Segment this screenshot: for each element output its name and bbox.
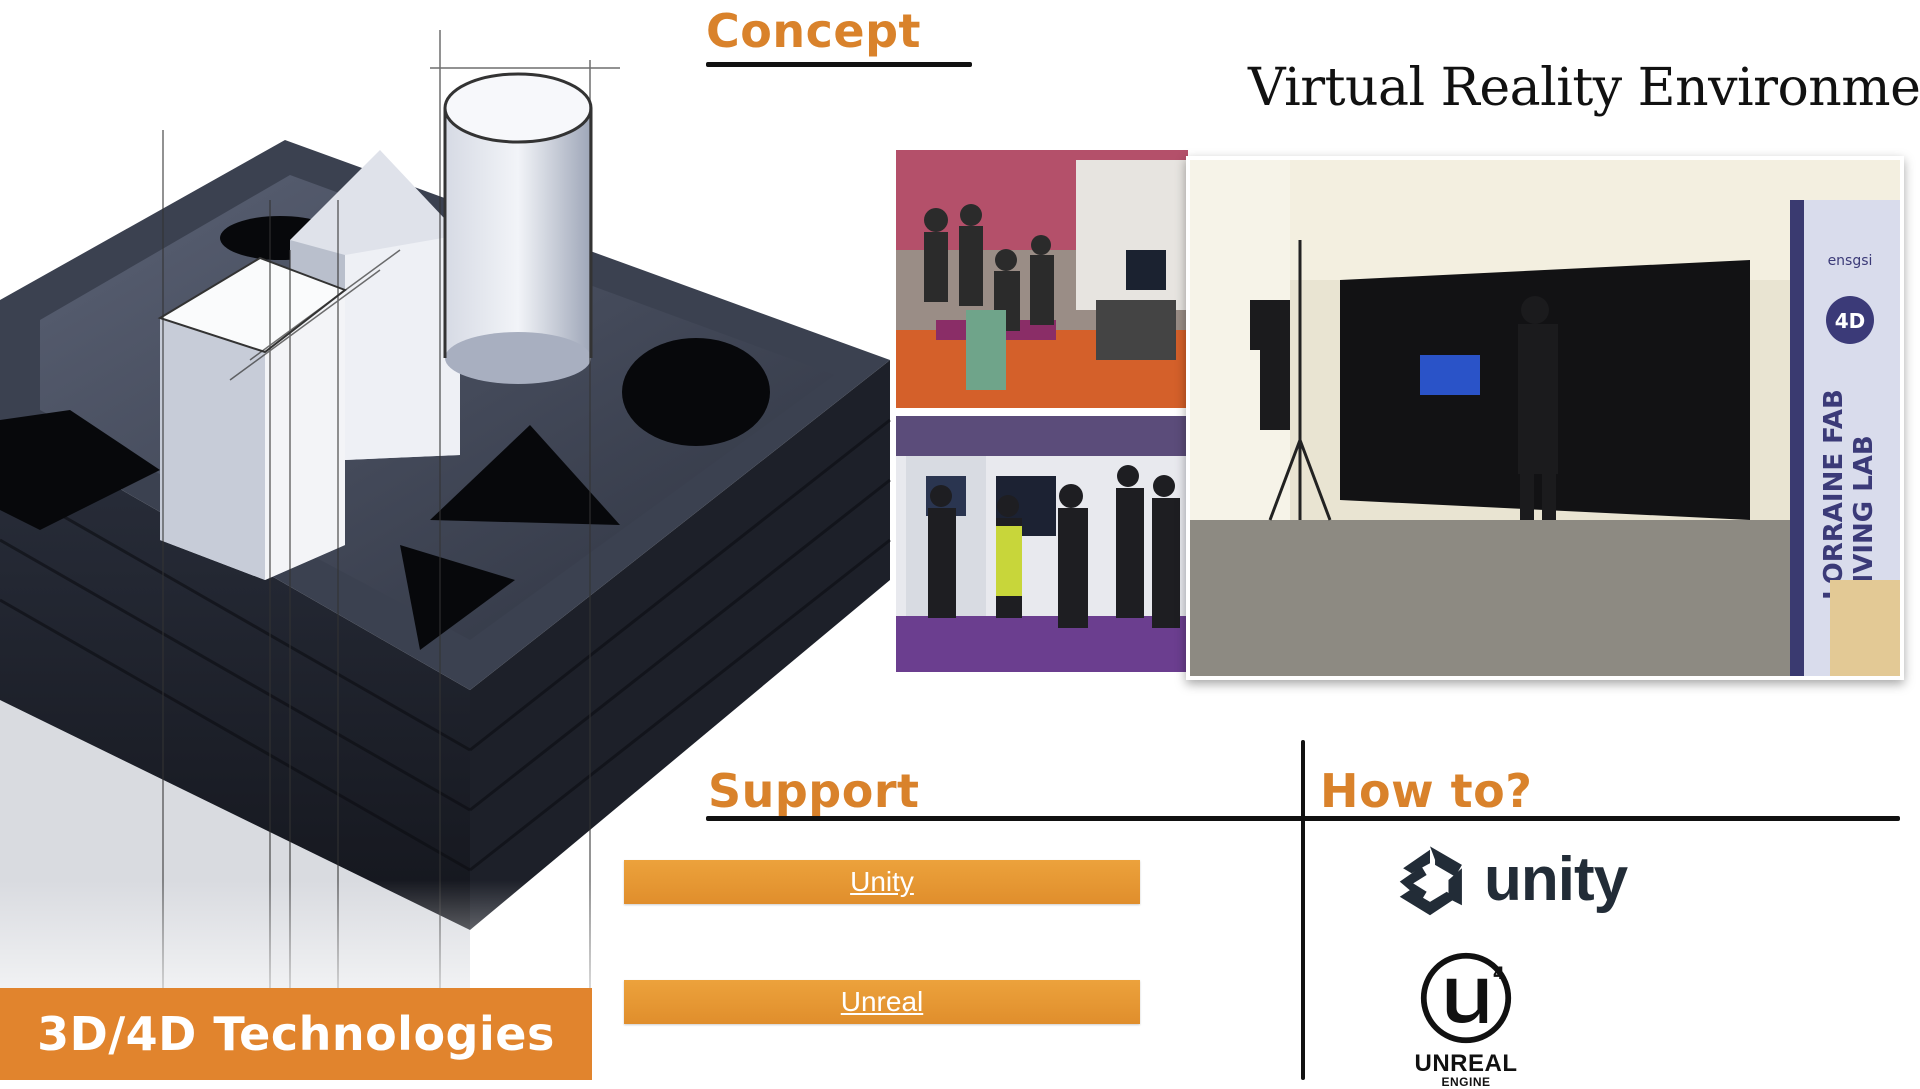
cylinder-block xyxy=(443,72,593,384)
unreal-logo-text: UNREAL xyxy=(1414,1050,1518,1077)
triangle-hole-bottom xyxy=(400,545,515,650)
banner: ensgsi 4D LORRAINE FAB LIVING LAB xyxy=(1819,253,1879,600)
svg-text:LIVING LAB: LIVING LAB xyxy=(1849,435,1879,600)
photo-living-lab-vr-setup: ensgsi 4D LORRAINE FAB LIVING LAB xyxy=(1186,156,1904,680)
unity-cube-icon xyxy=(1399,846,1462,916)
cuboid-block xyxy=(157,256,348,580)
concept-underline xyxy=(706,62,972,67)
shape-sorter-illustration xyxy=(0,30,900,1000)
photo-exhibition-crowd xyxy=(896,150,1188,408)
svg-text:4: 4 xyxy=(1493,964,1505,984)
unreal-u-icon: 4 xyxy=(1420,952,1512,1044)
triangle-hole-left xyxy=(0,410,160,530)
circle-hole xyxy=(622,338,770,446)
svg-text:ensgsi: ensgsi xyxy=(1828,253,1873,269)
unity-logo-text: unity xyxy=(1484,845,1628,914)
svg-text:4D: 4D xyxy=(1835,309,1866,333)
triangle-hole-right xyxy=(430,425,620,525)
svg-text:LORRAINE FAB: LORRAINE FAB xyxy=(1819,389,1849,600)
support-heading: Support xyxy=(708,764,920,818)
section-divider-vertical xyxy=(1301,740,1305,1080)
unreal-logo-subtext: ENGINE xyxy=(1441,1075,1491,1089)
technologies-label: 3D/4D Technologies xyxy=(0,988,592,1080)
unity-link-button[interactable]: Unity xyxy=(624,860,1140,904)
how-to-heading: How to? xyxy=(1320,764,1533,818)
concept-heading: Concept xyxy=(706,4,921,58)
vr-environment-title: Virtual Reality Environment xyxy=(1248,58,1920,118)
unreal-link-button[interactable]: Unreal xyxy=(624,980,1140,1024)
unreal-engine-logo: 4 UNREAL ENGINE xyxy=(1396,950,1536,1089)
photo-vr-headset-demo xyxy=(896,416,1188,672)
unity-logo: unity xyxy=(1388,838,1628,922)
